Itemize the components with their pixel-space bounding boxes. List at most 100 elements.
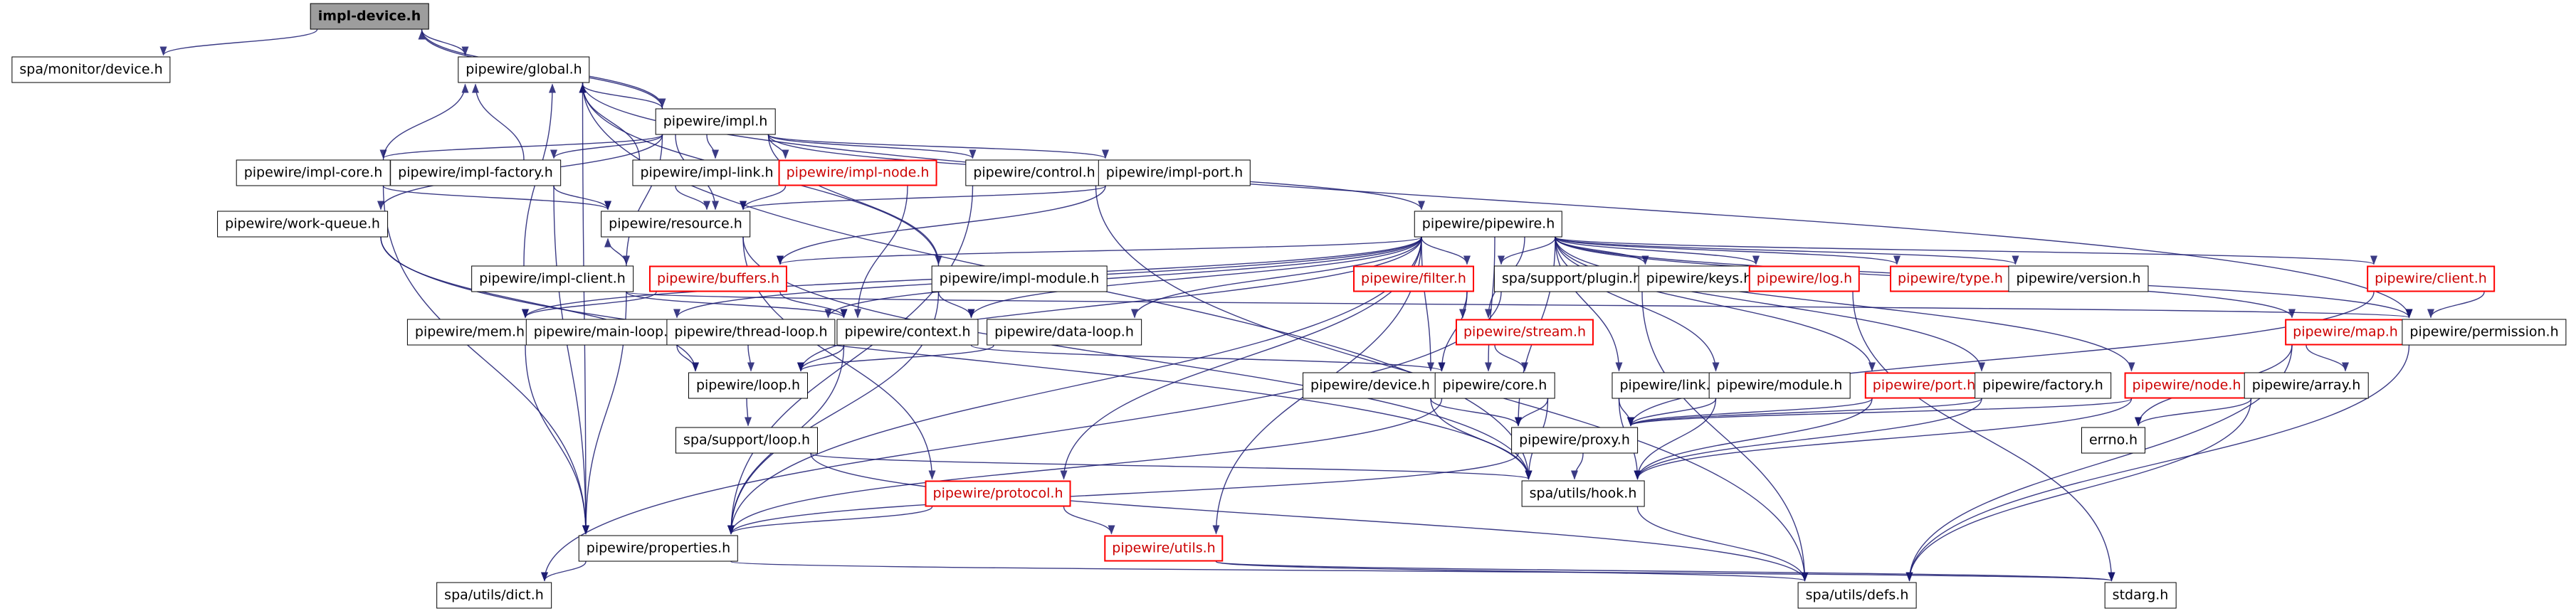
graph-node-control[interactable]: pipewire/control.h xyxy=(965,159,1103,186)
graph-node-spa-monitor-device[interactable]: spa/monitor/device.h xyxy=(11,56,171,83)
graph-edge-filter-to-stream xyxy=(1459,292,1468,319)
graph-edge-pipewire-to-properties xyxy=(727,237,1422,535)
graph-node-hook[interactable]: spa/utils/hook.h xyxy=(1521,480,1645,507)
graph-edge-proxy-to-hook xyxy=(1571,453,1584,480)
graph-node-impl-client[interactable]: pipewire/impl-client.h xyxy=(471,265,634,292)
graph-node-impl-core[interactable]: pipewire/impl-core.h xyxy=(236,159,391,186)
graph-node-array[interactable]: pipewire/array.h xyxy=(2244,372,2369,399)
graph-node-loop[interactable]: pipewire/loop.h xyxy=(688,372,809,399)
graph-node-factory[interactable]: pipewire/factory.h xyxy=(1975,372,2111,399)
graph-node-map[interactable]: pipewire/map.h xyxy=(2285,319,2406,346)
graph-edge-pipewire-to-factory xyxy=(1555,237,1985,372)
graph-edge-pipewire-to-loop xyxy=(797,237,1422,372)
graph-node-permission[interactable]: pipewire/permission.h xyxy=(2402,319,2567,346)
graph-node-stream[interactable]: pipewire/stream.h xyxy=(1455,319,1594,346)
graph-node-defs[interactable]: spa/utils/defs.h xyxy=(1797,582,1917,609)
graph-edge-impl-device-to-global xyxy=(421,29,469,56)
graph-edge-pipewire-to-data-loop xyxy=(1131,237,1422,319)
graph-node-dict[interactable]: spa/utils/dict.h xyxy=(436,582,552,609)
graph-edge-proxy-to-properties xyxy=(727,453,1519,535)
graph-node-stdarg[interactable]: stdarg.h xyxy=(2104,582,2177,609)
graph-edge-client-to-permission xyxy=(2427,292,2485,319)
graph-node-data-loop[interactable]: pipewire/data-loop.h xyxy=(987,319,1142,346)
graph-node-proxy[interactable]: pipewire/proxy.h xyxy=(1511,427,1638,454)
graph-edge-pipewire-to-buffers xyxy=(777,236,1422,265)
graph-edge-node-to-hook xyxy=(1634,398,2133,480)
graph-edge-protocol-to-properties xyxy=(727,506,933,535)
graph-edge-impl-node-to-context xyxy=(854,186,908,319)
graph-node-thread-loop[interactable]: pipewire/thread-loop.h xyxy=(666,319,836,346)
graph-node-properties[interactable]: pipewire/properties.h xyxy=(578,535,739,562)
graph-node-impl-module[interactable]: pipewire/impl-module.h xyxy=(931,265,1108,292)
graph-edge-main-loop-to-loop xyxy=(676,345,699,372)
graph-node-impl-node[interactable]: pipewire/impl-node.h xyxy=(778,159,937,186)
graph-edge-utils-to-stdarg xyxy=(1215,560,2115,582)
graph-edge-impl-factory-to-global xyxy=(472,83,525,160)
graph-node-link[interactable]: pipewire/link.h xyxy=(1612,372,1727,399)
graph-edge-plugin-to-defs xyxy=(1641,292,1809,582)
graph-edge-control-to-properties xyxy=(727,186,974,535)
graph-edge-buffers-to-mem xyxy=(522,292,657,319)
graph-node-context[interactable]: pipewire/context.h xyxy=(836,319,979,346)
graph-node-core[interactable]: pipewire/core.h xyxy=(1434,372,1555,399)
graph-edge-pipewire-to-context xyxy=(967,237,1422,319)
graph-edge-pipewire-to-core xyxy=(1485,237,1495,372)
graph-edge-properties-to-stdarg xyxy=(730,560,2114,582)
graph-edge-permission-to-defs xyxy=(1905,345,2410,582)
graph-edge-module-to-hook xyxy=(1634,398,1717,480)
graph-edge-pipewire-to-version xyxy=(1555,236,2019,265)
graph-edge-loop-to-spa-support-loop xyxy=(744,398,752,427)
graph-edge-impl-module-to-context xyxy=(937,292,975,319)
graph-edge-impl-to-impl-link xyxy=(706,134,719,159)
graph-node-errno[interactable]: errno.h xyxy=(2081,427,2146,454)
graph-node-protocol[interactable]: pipewire/protocol.h xyxy=(925,480,1071,507)
graph-edge-spa-support-loop-to-defs xyxy=(810,453,1809,582)
graph-node-filter[interactable]: pipewire/filter.h xyxy=(1353,265,1474,292)
graph-edge-pipewire-to-module xyxy=(1555,237,1720,372)
graph-node-impl-device: impl-device.h xyxy=(310,3,429,30)
graph-edge-data-loop-to-loop xyxy=(797,344,994,372)
graph-edge-impl-port-to-buffers xyxy=(777,186,1106,265)
graph-node-work-queue[interactable]: pipewire/work-queue.h xyxy=(217,211,388,238)
graph-node-buffers[interactable]: pipewire/buffers.h xyxy=(648,265,788,292)
graph-edge-protocol-to-utils xyxy=(1063,506,1115,535)
graph-edge-pipewire-to-node xyxy=(1555,237,2135,372)
graph-node-client[interactable]: pipewire/client.h xyxy=(2367,265,2495,292)
graph-edge-impl-client-to-permission xyxy=(626,291,2412,319)
graph-node-type[interactable]: pipewire/type.h xyxy=(1890,265,2011,292)
graph-node-version[interactable]: pipewire/version.h xyxy=(2008,265,2149,292)
graph-node-impl-port[interactable]: pipewire/impl-port.h xyxy=(1098,159,1251,186)
graph-edge-pipewire-to-port xyxy=(1555,237,1876,372)
graph-edge-impl-to-impl-factory xyxy=(550,134,663,159)
graph-node-impl-link[interactable]: pipewire/impl-link.h xyxy=(632,159,782,186)
graph-node-plugin[interactable]: spa/support/plugin.h xyxy=(1493,265,1650,292)
graph-node-spa-support-loop[interactable]: spa/support/loop.h xyxy=(675,427,819,454)
graph-node-resource[interactable]: pipewire/resource.h xyxy=(601,211,750,238)
graph-node-global[interactable]: pipewire/global.h xyxy=(458,56,590,83)
graph-edge-properties-to-dict xyxy=(541,561,587,582)
graph-edge-pipewire-to-type xyxy=(1555,236,1901,265)
graph-edge-impl-to-impl-module xyxy=(767,134,942,265)
graph-node-port[interactable]: pipewire/port.h xyxy=(1864,372,1984,399)
graph-node-utils[interactable]: pipewire/utils.h xyxy=(1104,535,1224,562)
graph-node-main-loop[interactable]: pipewire/main-loop.h xyxy=(525,319,685,346)
graph-edge-resource-to-hook xyxy=(742,237,1533,480)
graph-node-pipewire[interactable]: pipewire/pipewire.h xyxy=(1414,211,1563,238)
graph-edge-map-to-array xyxy=(2306,345,2349,372)
graph-node-device[interactable]: pipewire/device.h xyxy=(1303,372,1438,399)
graph-edge-filter-to-core xyxy=(1438,292,1468,372)
graph-node-module[interactable]: pipewire/module.h xyxy=(1708,372,1851,399)
graph-node-impl-factory[interactable]: pipewire/impl-factory.h xyxy=(390,159,561,186)
graph-edge-pipewire-to-client xyxy=(1555,236,2377,265)
graph-node-mem[interactable]: pipewire/mem.h xyxy=(406,319,533,346)
graph-node-impl[interactable]: pipewire/impl.h xyxy=(655,108,776,135)
graph-edge-device-to-hook xyxy=(1430,398,1533,480)
graph-edge-work-queue-to-hook xyxy=(380,237,1533,480)
graph-edge-impl-core-to-resource xyxy=(382,185,611,211)
graph-node-node[interactable]: pipewire/node.h xyxy=(2124,372,2249,399)
graph-node-keys[interactable]: pipewire/keys.h xyxy=(1638,265,1760,292)
graph-node-log[interactable]: pipewire/log.h xyxy=(1748,265,1861,292)
graph-edge-hook-to-defs xyxy=(1636,506,1809,582)
graph-edge-pipewire-to-filter xyxy=(1421,237,1471,265)
